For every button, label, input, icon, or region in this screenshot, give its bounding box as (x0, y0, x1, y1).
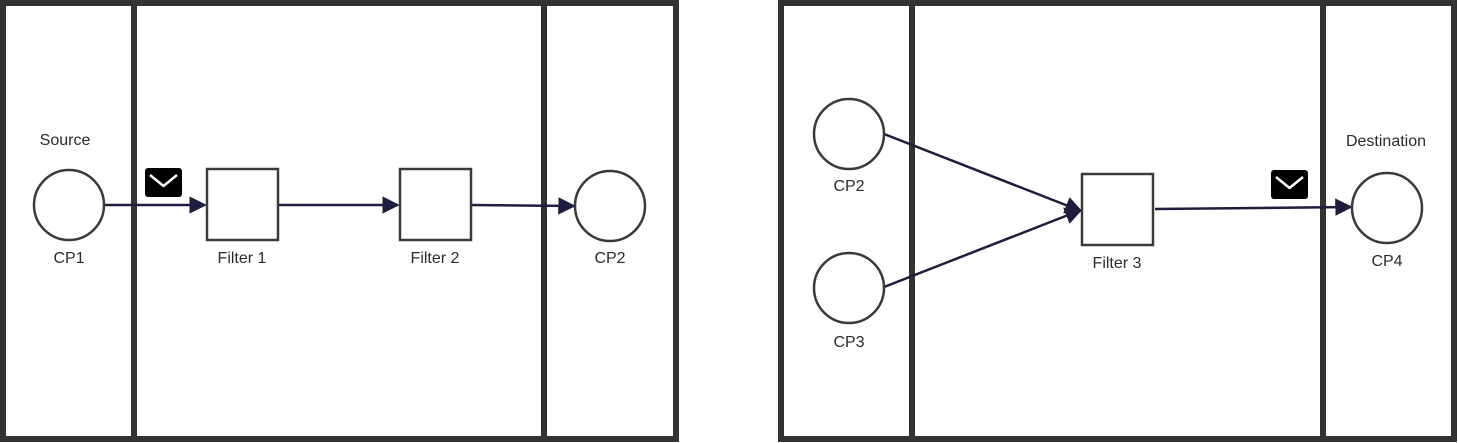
cp2-node-left (573, 169, 647, 243)
left-panel: Source CP1 Filter 1 Filter 2 CP2 (0, 0, 679, 442)
right-panel-frame (778, 0, 1457, 442)
filter2-label: Filter 2 (411, 250, 460, 267)
filter3-node (1080, 172, 1155, 247)
cp1-label: CP1 (53, 250, 84, 267)
left-panel-frame (0, 0, 679, 442)
right-panel: Destination CP2 CP3 Filter 3 CP4 (778, 0, 1457, 442)
edge-filter2-cp2 (471, 197, 576, 215)
source-zone-label: Source (40, 132, 91, 149)
envelope-icon (145, 168, 182, 197)
edge-cp2-filter3 (883, 132, 1083, 214)
cp2-label-right: CP2 (833, 178, 864, 195)
cp3-label: CP3 (833, 334, 864, 351)
filter1-label: Filter 1 (218, 250, 267, 267)
filter1-node (205, 167, 280, 242)
cp4-label: CP4 (1371, 253, 1402, 270)
edge-filter3-cp4 (1154, 198, 1353, 216)
cp2-node-right (812, 97, 886, 171)
destination-zone-label: Destination (1346, 133, 1426, 150)
envelope-icon (1271, 170, 1308, 199)
edge-cp3-filter3 (883, 207, 1083, 289)
cp1-node (32, 168, 106, 242)
cp4-node (1350, 171, 1424, 245)
cp3-node (812, 251, 886, 325)
filter3-label: Filter 3 (1093, 255, 1142, 272)
filter2-node (398, 167, 473, 242)
cp2-label-left: CP2 (594, 250, 625, 267)
